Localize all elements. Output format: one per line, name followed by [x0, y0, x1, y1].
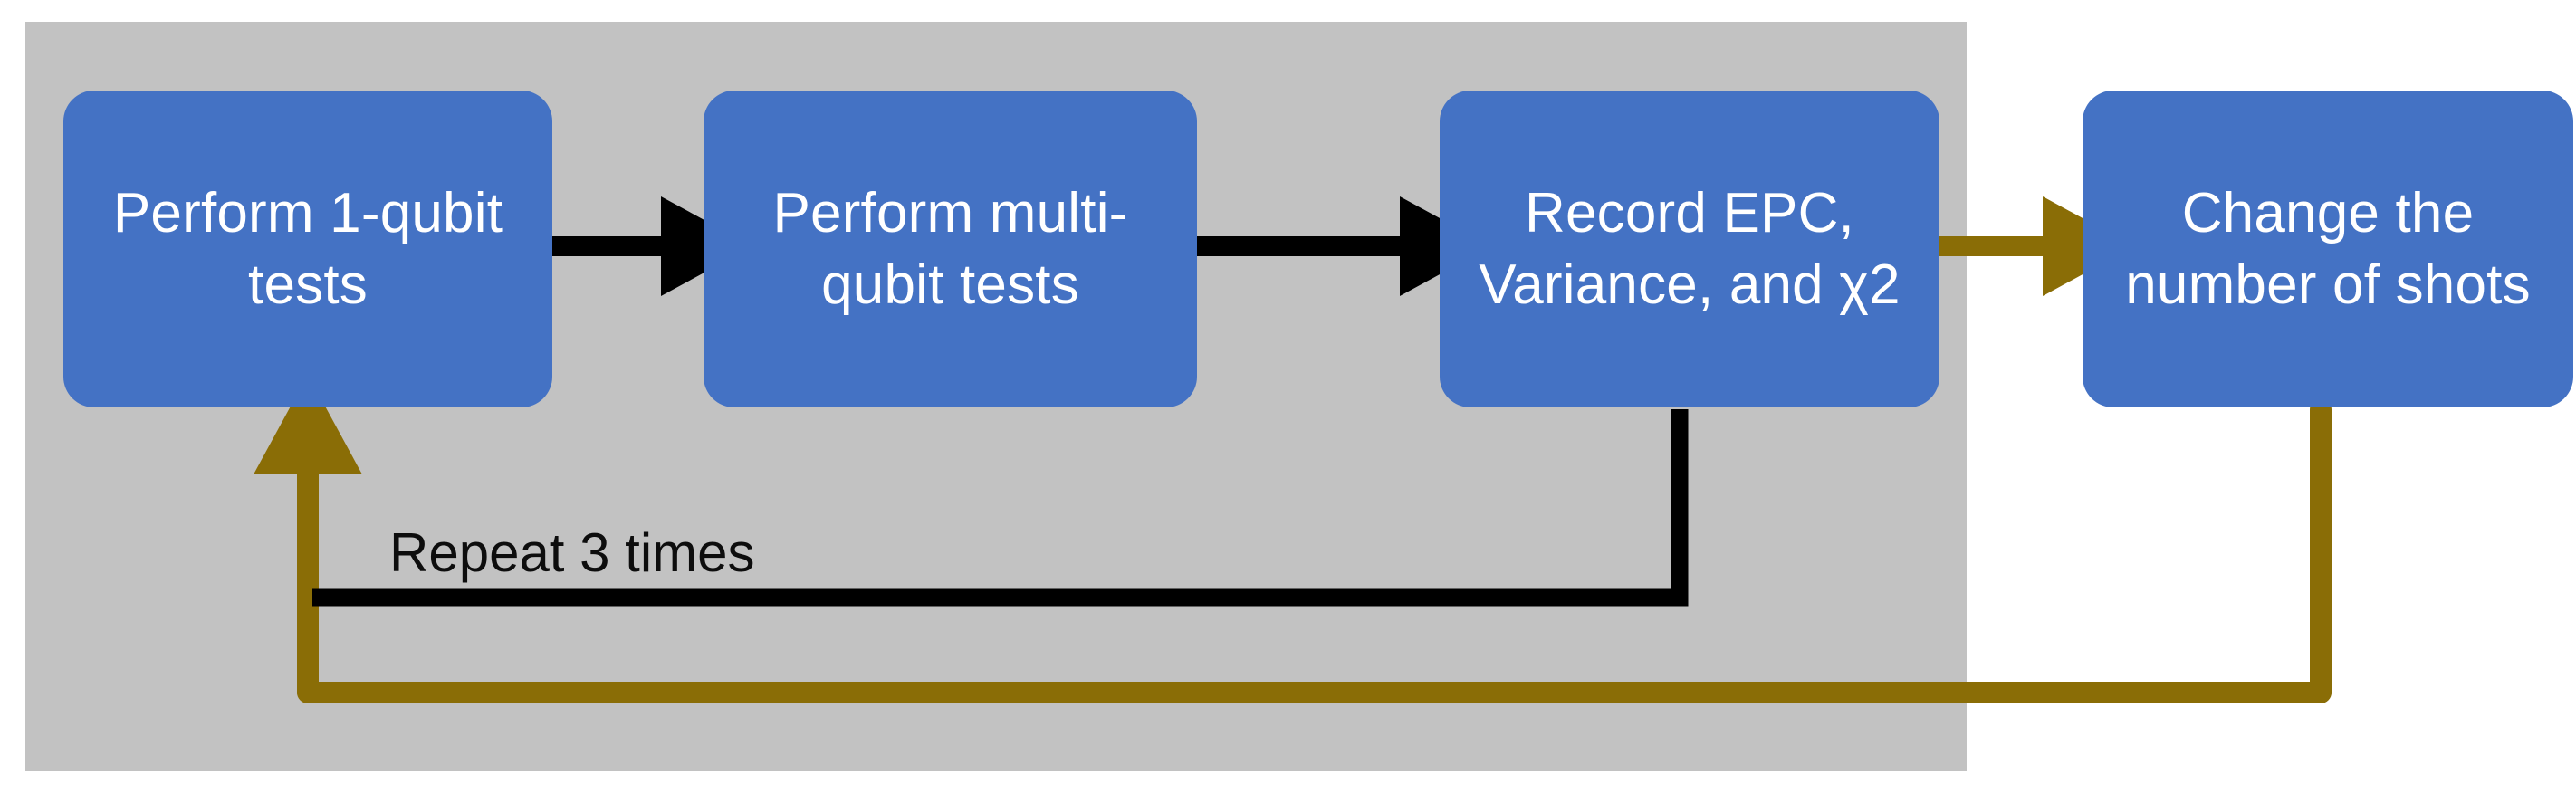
node-label: Record EPC, Variance, and χ2 [1479, 181, 1901, 316]
inner-feedback-loop [312, 409, 1689, 607]
inner-loop-label: Repeat 3 times [389, 522, 755, 583]
node-perform-multi-qubit-tests[interactable]: Perform multi- qubit tests [704, 91, 1197, 407]
node-label: Change the number of shots [2125, 181, 2531, 316]
node-label: Perform multi- qubit tests [772, 181, 1128, 316]
node-perform-1-qubit-tests[interactable]: Perform 1-qubit tests [63, 91, 552, 407]
node-label: Perform 1-qubit tests [112, 181, 503, 316]
node-record-metrics[interactable]: Record EPC, Variance, and χ2 [1440, 91, 1939, 407]
outer-feedback-loop [254, 374, 2332, 703]
node-change-number-of-shots[interactable]: Change the number of shots [2083, 91, 2573, 407]
